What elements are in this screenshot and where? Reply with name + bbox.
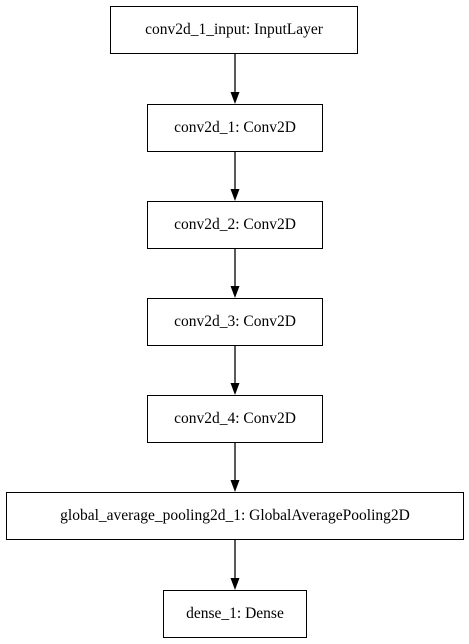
node-label: dense_1: Dense — [186, 605, 284, 623]
node-label: conv2d_4: Conv2D — [174, 410, 296, 428]
node-label: conv2d_1_input: InputLayer — [145, 21, 323, 39]
node-label: conv2d_2: Conv2D — [174, 216, 296, 234]
node-conv2d_2: conv2d_2: Conv2D — [147, 201, 323, 249]
node-conv2d_1_input: conv2d_1_input: InputLayer — [110, 6, 358, 54]
node-label: conv2d_3: Conv2D — [174, 313, 296, 331]
node-dense_1: dense_1: Dense — [163, 590, 307, 638]
node-conv2d_1: conv2d_1: Conv2D — [147, 104, 323, 152]
edge-global_average_pooling2d_1-to-dense_1 — [230, 540, 240, 590]
node-label: conv2d_1: Conv2D — [174, 119, 296, 137]
node-conv2d_4: conv2d_4: Conv2D — [147, 395, 323, 443]
edge-conv2d_3-to-conv2d_4 — [230, 346, 240, 395]
edge-conv2d_1-to-conv2d_2 — [230, 152, 240, 201]
node-conv2d_3: conv2d_3: Conv2D — [147, 298, 323, 346]
node-global_average_pooling2d_1: global_average_pooling2d_1: GlobalAverag… — [6, 492, 464, 540]
node-label: global_average_pooling2d_1: GlobalAverag… — [60, 507, 410, 525]
edge-conv2d_1_input-to-conv2d_1 — [230, 54, 240, 104]
edge-conv2d_4-to-global_average_pooling2d_1 — [230, 443, 240, 492]
edge-conv2d_2-to-conv2d_3 — [230, 249, 240, 298]
